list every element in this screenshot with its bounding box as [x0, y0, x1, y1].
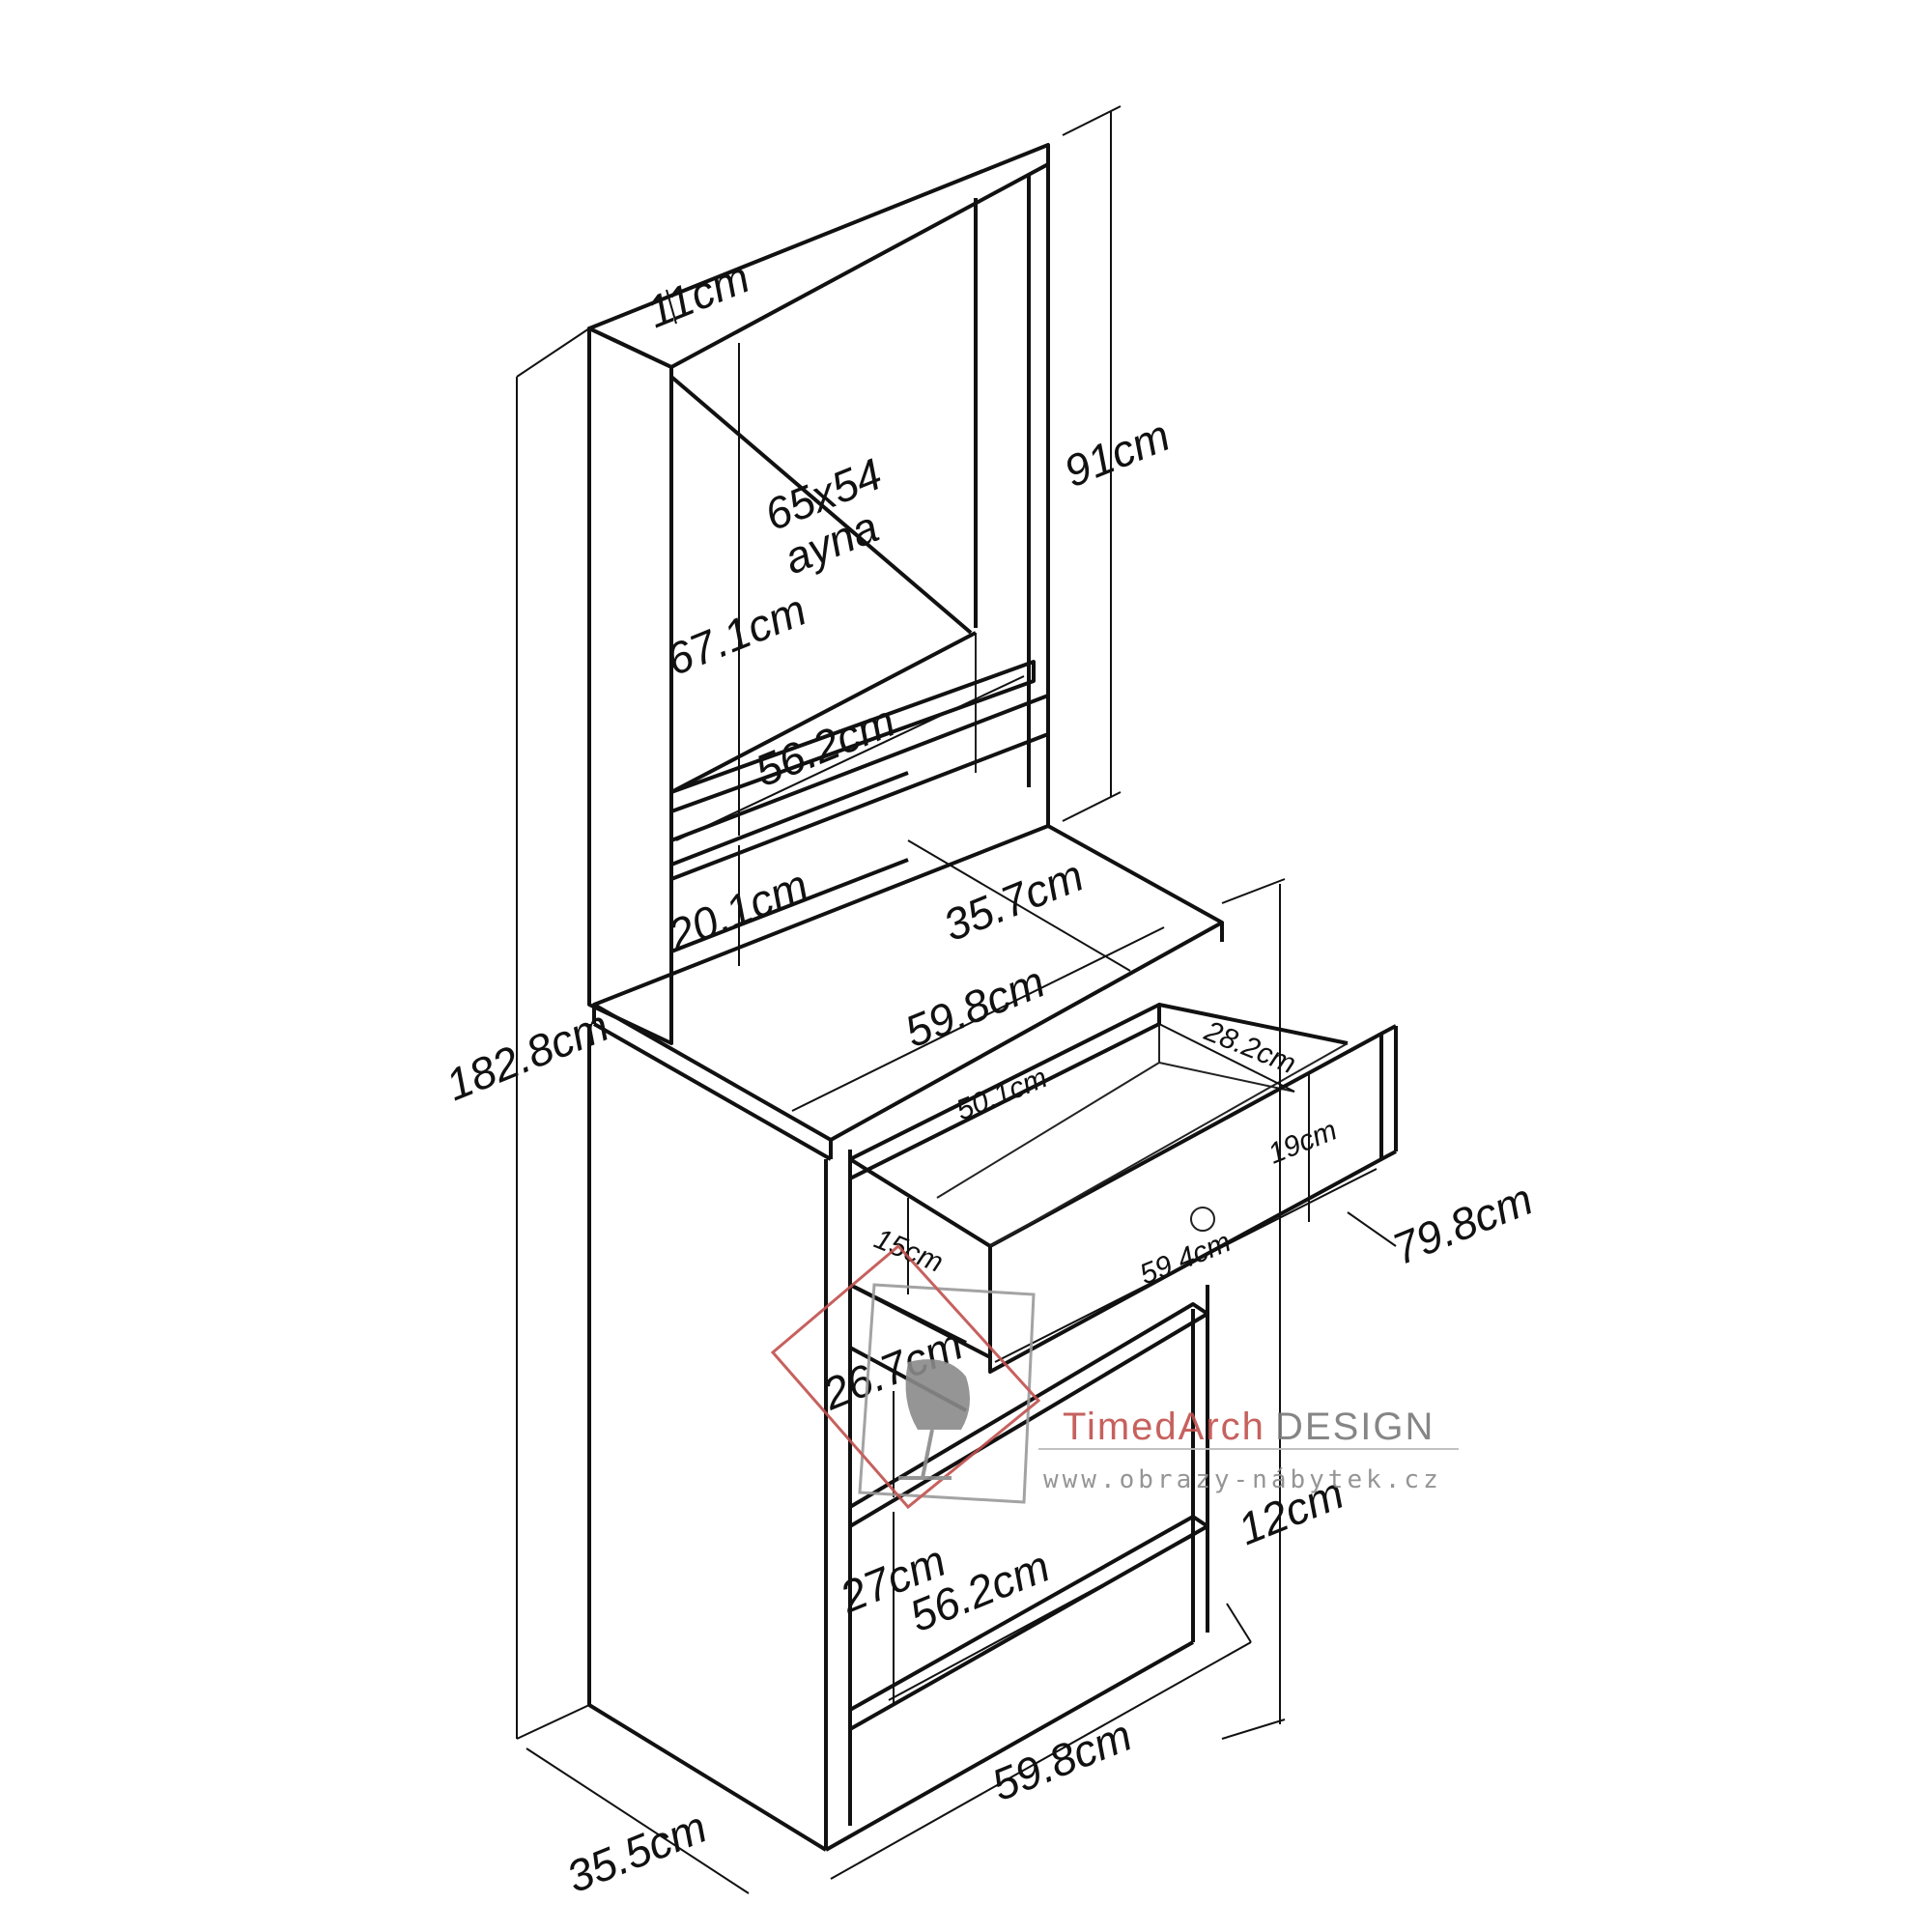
drawer-knob-icon	[1190, 1207, 1215, 1232]
mirror-frame	[587, 143, 1050, 1045]
watermark-brand-gray: DESIGN	[1275, 1406, 1435, 1448]
desk-top	[592, 824, 1224, 1161]
label-desk-height: 79.8cm	[1385, 1174, 1539, 1275]
label-base-depth: 35.5cm	[559, 1802, 713, 1903]
watermark-logo-icon	[770, 1243, 1041, 1510]
open-drawer	[848, 1003, 1398, 1374]
label-top-depth: 11cm	[639, 251, 756, 337]
label-desk-width: 59.8cm	[897, 956, 1051, 1058]
dimension-lines	[516, 105, 1397, 1894]
dimension-labels: 11cm 65x54 ayna 91cm 67.1cm 56.2cm 20.1c…	[439, 251, 1539, 1902]
label-drawer-inner-width: 50.1cm	[952, 1062, 1052, 1126]
label-base-width: 59.8cm	[984, 1710, 1138, 1811]
label-desk-depth: 35.7cm	[936, 850, 1090, 952]
watermark: TimedArch DESIGN www.obrazy-nábytek.cz	[770, 1243, 1459, 1510]
watermark-url: www.obrazy-nábytek.cz	[1043, 1465, 1442, 1494]
watermark-brand-red: TimedArch	[1063, 1406, 1265, 1448]
label-drawer-front-height: 19cm	[1264, 1114, 1341, 1170]
label-upper-height: 91cm	[1057, 410, 1177, 497]
label-mirror-height: 67.1cm	[659, 584, 812, 686]
label-drawer-front-width: 59.4cm	[1135, 1226, 1236, 1291]
